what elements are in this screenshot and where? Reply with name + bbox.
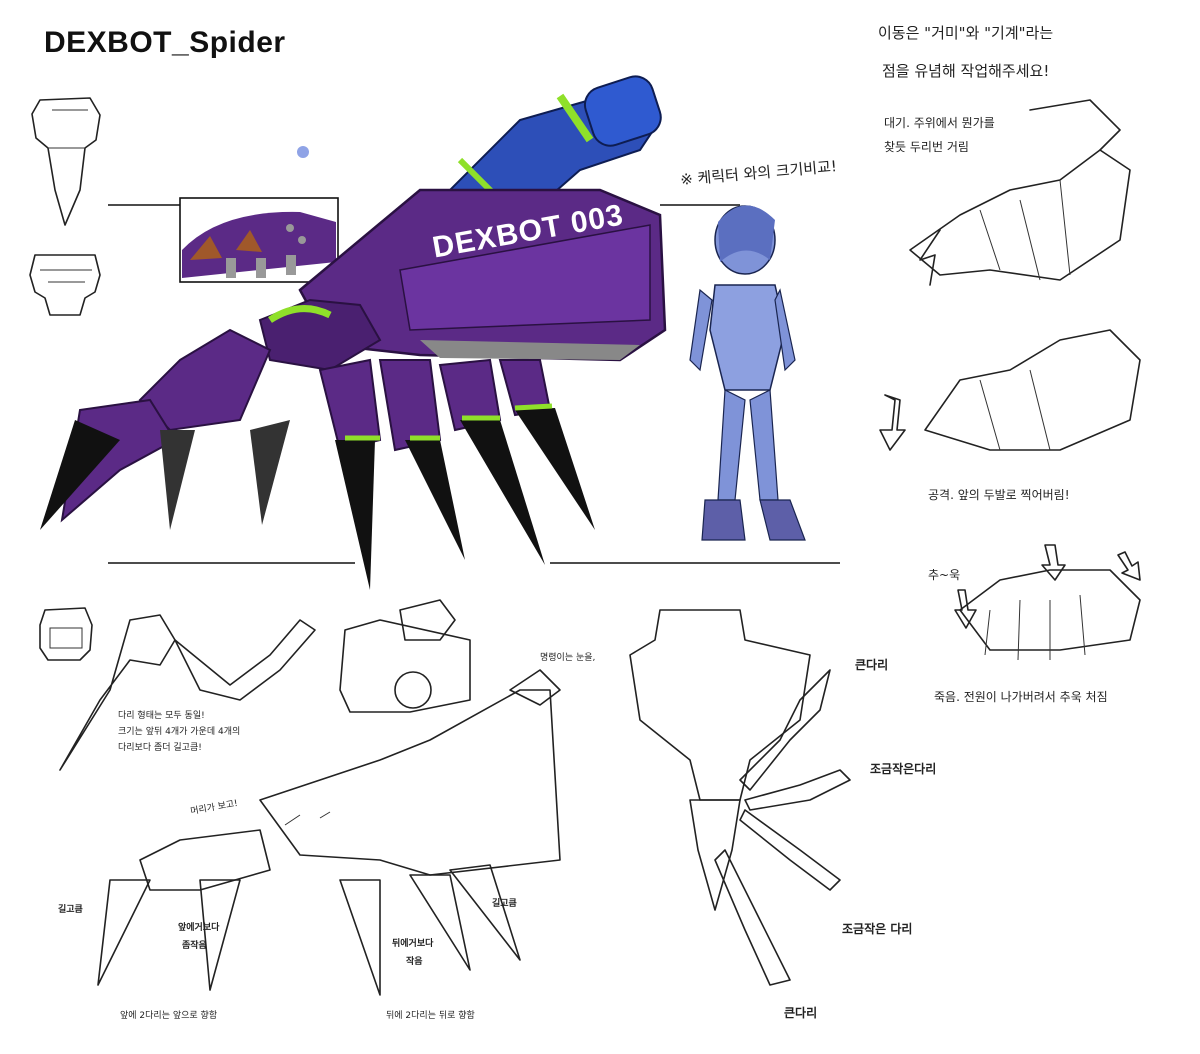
note-top-right-line2: 점을 유념해 작업해주세요!: [882, 62, 1050, 80]
leg-detail-sketch: [39, 607, 316, 771]
note-attack: 공격. 앞의 두발로 찍어버림!: [928, 488, 1070, 502]
side-view-sketch: [97, 669, 561, 996]
cannon-detail-sketch: [339, 599, 471, 713]
detail-inset: [179, 197, 339, 283]
scale-guide-lines: [108, 204, 840, 564]
dexbot-spider-colored: [40, 75, 667, 590]
note-front-smaller-line2: 좀작음: [182, 941, 207, 951]
note-front-smaller-line1: 앞에거보다: [178, 923, 220, 933]
note-death-sound: 추~욱: [928, 568, 961, 582]
note-back-direction: 뒤에 2다리는 뒤로 향함: [386, 1011, 475, 1021]
note-leg-shape-line2: 크기는 앞뒤 4개가 가운데 4개의: [118, 727, 241, 737]
note-long-left: 길고큼: [58, 905, 83, 915]
note-top-right-line1: 이동은 "거미"와 "기계"라는: [878, 24, 1054, 42]
note-leg-shape-line3: 다리보다 좀더 길고큼!: [118, 743, 202, 753]
note-death: 죽음. 전원이 나가버려서 추욱 처짐: [934, 690, 1108, 704]
note-idle-line1: 대기. 주위에서 뭔가를: [884, 116, 995, 130]
top-view-sketch: [629, 609, 851, 986]
front-view-sketch-top: [31, 97, 101, 226]
front-view-sketch-bottom: [29, 254, 101, 316]
death-pose-sketch: [954, 544, 1141, 661]
attack-pose-sketch: [879, 329, 1141, 451]
note-big-leg-top: 큰다리: [855, 658, 889, 672]
note-small-leg-upper: 조금작은다리: [870, 762, 937, 776]
idle-pose-sketch: [909, 99, 1131, 286]
note-front-direction: 앞에 2다리는 앞으로 향함: [120, 1011, 218, 1021]
note-leg-shape-line1: 다리 형태는 모두 동일!: [118, 711, 205, 721]
note-light: 명령이는 눈을,: [540, 653, 596, 663]
note-back-smaller-line2: 작음: [406, 957, 423, 967]
note-back-smaller-line1: 뒤에거보다: [392, 939, 434, 949]
sheet-title: DEXBOT_Spider: [44, 26, 286, 59]
character-scale-figure: [689, 205, 806, 541]
note-big-leg-bottom: 큰다리: [784, 1006, 818, 1020]
note-idle-line2: 찾듯 두리번 거림: [884, 140, 969, 154]
note-long-right: 길고큼: [492, 899, 517, 909]
note-small-leg-lower: 조금작은 다리: [842, 922, 913, 936]
